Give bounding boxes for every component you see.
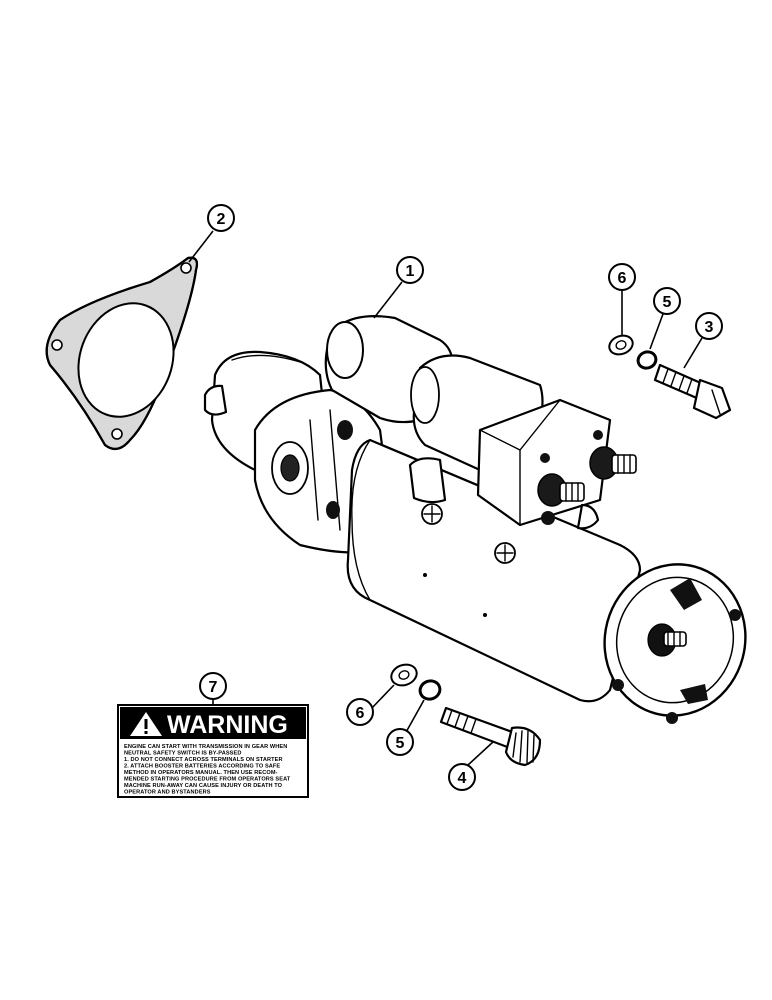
callout-5-upper: 5	[653, 287, 681, 315]
leader-5-upper	[649, 313, 664, 350]
solenoid-terminal-lower	[537, 473, 600, 530]
bolt-4	[439, 706, 542, 767]
callout-3: 3	[695, 312, 723, 340]
leader-5-lower	[404, 699, 425, 735]
warning-line: 2. ATTACH BOOSTER BATTERIES ACCORDING TO…	[124, 764, 280, 770]
svg-text:3: 3	[705, 319, 714, 336]
svg-text:2: 2	[217, 211, 226, 228]
starter-motor	[203, 315, 747, 724]
leader-4	[467, 741, 494, 766]
warning-line: METHOD IN OPERATORS MANUAL. THEN USE REC…	[124, 770, 278, 776]
leader-lines	[188, 230, 703, 766]
svg-text:6: 6	[356, 705, 365, 722]
callout-2: 2	[207, 204, 235, 232]
lower-lockwasher-5	[418, 679, 442, 701]
warning-triangle-icon	[130, 712, 162, 736]
bolt-3	[653, 363, 732, 420]
callout-7: 7	[199, 672, 227, 700]
leader-3	[683, 337, 703, 369]
callout-4: 4	[448, 763, 476, 791]
solenoid-terminal-upper	[589, 446, 637, 480]
svg-text:1: 1	[406, 263, 415, 280]
svg-text:4: 4	[458, 770, 467, 787]
warning-title: WARNING	[167, 711, 288, 739]
warning-line: OPERATOR AND BYSTANDERS	[124, 790, 211, 796]
warning-line: 1. DO NOT CONNECT ACROSS TERMINALS ON ST…	[124, 757, 283, 763]
leader-2	[188, 230, 214, 263]
svg-text:7: 7	[209, 679, 218, 696]
lower-washer-6	[390, 663, 418, 687]
leader-6-lower	[370, 684, 395, 710]
svg-text:6: 6	[618, 270, 627, 287]
gasket	[45, 256, 199, 451]
warning-decal: WARNING ENGINE CAN START WITH TRANSMISSI…	[117, 704, 309, 798]
warning-line: NEUTRAL SAFETY SWITCH IS BY-PASSED	[124, 751, 241, 757]
warning-line: MACHINE RUN-AWAY CAN CAUSE INJURY OR DEA…	[124, 783, 283, 789]
warning-line: MENDED STARTING PROCEDURE FROM OPERATORS…	[124, 777, 291, 783]
svg-text:5: 5	[663, 294, 672, 311]
warning-line: ENGINE CAN START WITH TRANSMISSION IN GE…	[124, 744, 287, 750]
upper-washer-6	[608, 334, 634, 356]
upper-lockwasher-5	[636, 350, 658, 370]
callout-6-upper: 6	[608, 263, 636, 291]
leader-1	[373, 281, 403, 319]
svg-text:5: 5	[396, 735, 405, 752]
callout-5-lower: 5	[386, 728, 414, 756]
callout-1: 1	[396, 256, 424, 284]
callout-6-lower: 6	[346, 698, 374, 726]
